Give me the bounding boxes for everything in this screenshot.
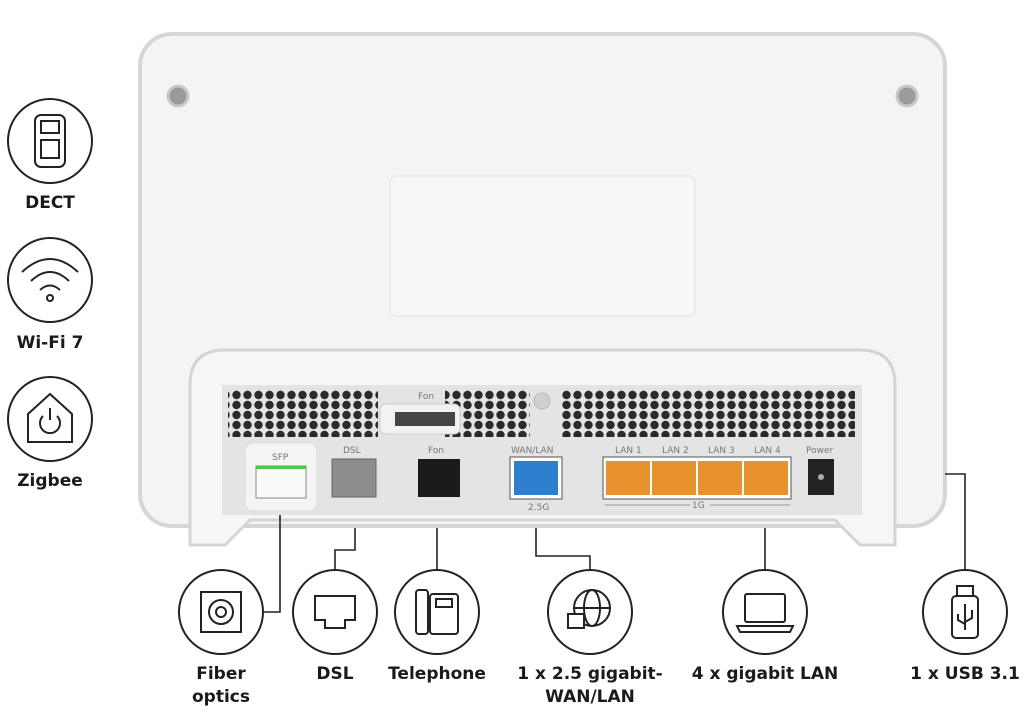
svg-text:LAN 4: LAN 4 [754, 446, 781, 456]
label-line: optics [192, 687, 250, 707]
svg-text:Fon: Fon [428, 446, 444, 456]
dect-phone-icon [7, 98, 93, 184]
wifi-icon [7, 237, 93, 323]
fon-top-label: Fon [418, 392, 434, 402]
reset-button [533, 392, 551, 410]
svg-text:WAN/LAN: WAN/LAN [511, 446, 553, 456]
connection-label-fiber: Fiber optics [161, 663, 281, 709]
svg-text:1G: 1G [692, 501, 705, 511]
globe-network-icon [547, 569, 633, 655]
lan-port-2 [652, 461, 696, 495]
connection-label-dsl: DSL [316, 664, 354, 684]
svg-text:LAN 2: LAN 2 [662, 446, 689, 456]
connection-label-telephone: Telephone [388, 664, 486, 684]
lan-port-1 [606, 461, 650, 495]
svg-text:Power: Power [806, 446, 834, 456]
svg-text:SFP: SFP [272, 453, 289, 463]
connection-label-lan: 4 x gigabit LAN [691, 664, 839, 684]
laptop-icon [722, 569, 808, 655]
telephone-icon [394, 569, 480, 655]
connection-label-wan: 1 x 2.5 gigabit- WAN/LAN [505, 663, 675, 709]
smart-home-icon [7, 376, 93, 462]
screw [166, 84, 190, 108]
lan-port-4 [744, 461, 788, 495]
label-line: Fiber [196, 664, 246, 684]
feature-label-zigbee: Zigbee [17, 471, 83, 491]
usb-stick-icon [922, 569, 1008, 655]
label-line: WAN/LAN [545, 687, 635, 707]
dsl-port [331, 458, 377, 498]
sfp-port [255, 465, 307, 499]
svg-text:LAN 1: LAN 1 [615, 446, 642, 456]
label-area [389, 175, 696, 317]
fiber-port-icon [178, 569, 264, 655]
connector-lines [264, 473, 966, 613]
feature-label-dect: DECT [25, 193, 75, 213]
dsl-port-icon [292, 569, 378, 655]
wan-port [514, 461, 558, 495]
screw [895, 84, 919, 108]
fon-port [418, 459, 460, 497]
svg-text:DSL: DSL [343, 446, 361, 456]
label-line: 1 x 2.5 gigabit- [517, 664, 663, 684]
feature-label-wifi: Wi-Fi 7 [16, 333, 84, 353]
svg-text:2.5G: 2.5G [528, 503, 549, 513]
lan-port-3 [698, 461, 742, 495]
connection-label-usb: 1 x USB 3.1 [910, 664, 1020, 684]
svg-text:LAN 3: LAN 3 [708, 446, 735, 456]
